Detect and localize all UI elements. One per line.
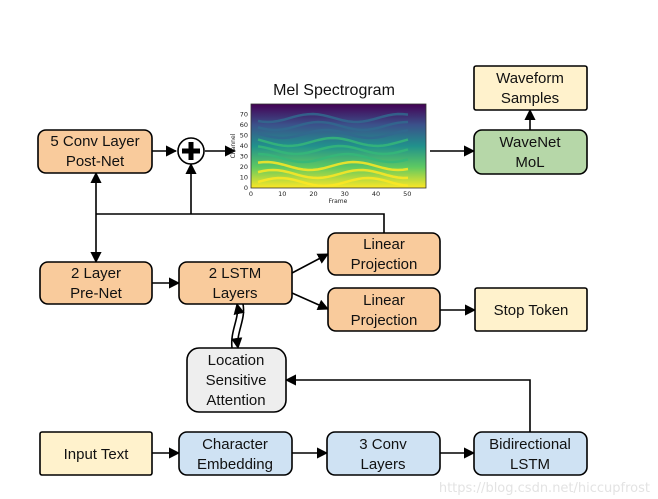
node-conv-post-net xyxy=(37,129,153,174)
label-line: Post-Net xyxy=(66,153,125,170)
spectrogram-bands xyxy=(257,112,409,188)
x-tick-label: 40 xyxy=(372,190,380,198)
edges xyxy=(90,108,536,459)
spectrogram-band xyxy=(257,136,409,148)
label-stop-token: Stop Token xyxy=(494,302,569,319)
y-tick-label: 10 xyxy=(240,174,248,182)
node-location-attention xyxy=(186,347,287,413)
label-line: Projection xyxy=(351,256,418,273)
label-line: Sensitive xyxy=(206,372,267,389)
node-wavenet-mol xyxy=(473,129,588,175)
label-line: Embedding xyxy=(197,456,273,473)
spectrogram-y-label: Channel xyxy=(230,133,237,158)
edge-linear1-feedback xyxy=(96,213,385,233)
label-line: 2 Layer xyxy=(71,265,121,282)
node-stop-token xyxy=(474,287,588,332)
spectrogram-y-ticks: 0 10 20 30 40 50 60 70 xyxy=(240,111,248,193)
sum-node xyxy=(177,137,205,165)
edge-lstm-to-attention xyxy=(231,303,245,350)
spectrogram-x-label: Frame xyxy=(329,198,348,205)
y-tick-label: 70 xyxy=(240,111,248,119)
label-line: 5 Conv Layer xyxy=(50,133,139,150)
spectrogram-band xyxy=(257,112,409,124)
label-line: Pre-Net xyxy=(70,285,123,302)
node-character-embedding xyxy=(178,431,293,476)
spectrogram-band xyxy=(257,128,409,140)
x-tick-label: 30 xyxy=(341,190,349,198)
label-lstm-layers: 2 LSTM Layers xyxy=(209,265,262,302)
spectrogram-title: Mel Spectrogram xyxy=(273,82,395,99)
spectrogram-band xyxy=(257,168,409,180)
label-line: Projection xyxy=(351,312,418,329)
node-waveform-samples xyxy=(473,65,588,111)
label-line: Linear xyxy=(363,236,405,253)
label-line: 2 LSTM xyxy=(209,265,262,282)
y-tick-label: 30 xyxy=(240,153,248,161)
label-line: Samples xyxy=(501,90,559,107)
node-conv-layers xyxy=(326,431,441,476)
label-line: Layers xyxy=(212,285,257,302)
label-line: Input Text xyxy=(64,446,130,463)
edge-attention-to-lstm xyxy=(230,302,245,349)
label-line: LSTM xyxy=(510,456,550,473)
spectrogram-band xyxy=(257,152,409,164)
y-tick-label: 0 xyxy=(244,184,248,192)
spectrogram-band xyxy=(257,120,409,132)
x-tick-label: 0 xyxy=(249,190,253,198)
y-tick-label: 50 xyxy=(240,132,248,140)
node-input-text xyxy=(39,431,153,476)
edge-lstm-to-linear1 xyxy=(291,253,329,274)
x-tick-label: 10 xyxy=(278,190,286,198)
y-tick-label: 60 xyxy=(240,121,248,129)
spectrogram-band xyxy=(257,144,409,156)
watermark: https://blog.csdn.net/hiccupfrost xyxy=(439,481,650,496)
node-linear-projection-2 xyxy=(327,287,441,332)
x-tick-label: 50 xyxy=(403,190,411,198)
spectrogram-x-ticks: 0 10 20 30 40 50 xyxy=(249,190,411,198)
label-line: Bidirectional xyxy=(489,436,571,453)
node-pre-net xyxy=(39,261,153,305)
spectrogram-band xyxy=(257,176,409,188)
label-line: Character xyxy=(202,436,268,453)
edge-lstm-to-linear2 xyxy=(291,292,330,311)
x-tick-label: 20 xyxy=(309,190,317,198)
label-line: WaveNet xyxy=(499,134,561,151)
label-input-text: Input Text xyxy=(64,446,130,463)
label-line: Linear xyxy=(363,292,405,309)
label-line: MoL xyxy=(515,154,544,171)
node-lstm-layers xyxy=(178,261,293,305)
label-line: Stop Token xyxy=(494,302,569,319)
label-line: Layers xyxy=(360,456,405,473)
y-tick-label: 20 xyxy=(240,163,248,171)
label-line: Attention xyxy=(206,392,265,409)
y-tick-label: 40 xyxy=(240,142,248,150)
node-linear-projection-1 xyxy=(327,232,441,276)
label-line: Location xyxy=(208,352,265,369)
label-line: 3 Conv xyxy=(359,436,407,453)
node-bidirectional-lstm xyxy=(473,431,588,476)
label-line: Waveform xyxy=(496,70,564,87)
spectrogram-band xyxy=(257,160,409,172)
edge-bilstm-to-attention xyxy=(284,374,531,433)
